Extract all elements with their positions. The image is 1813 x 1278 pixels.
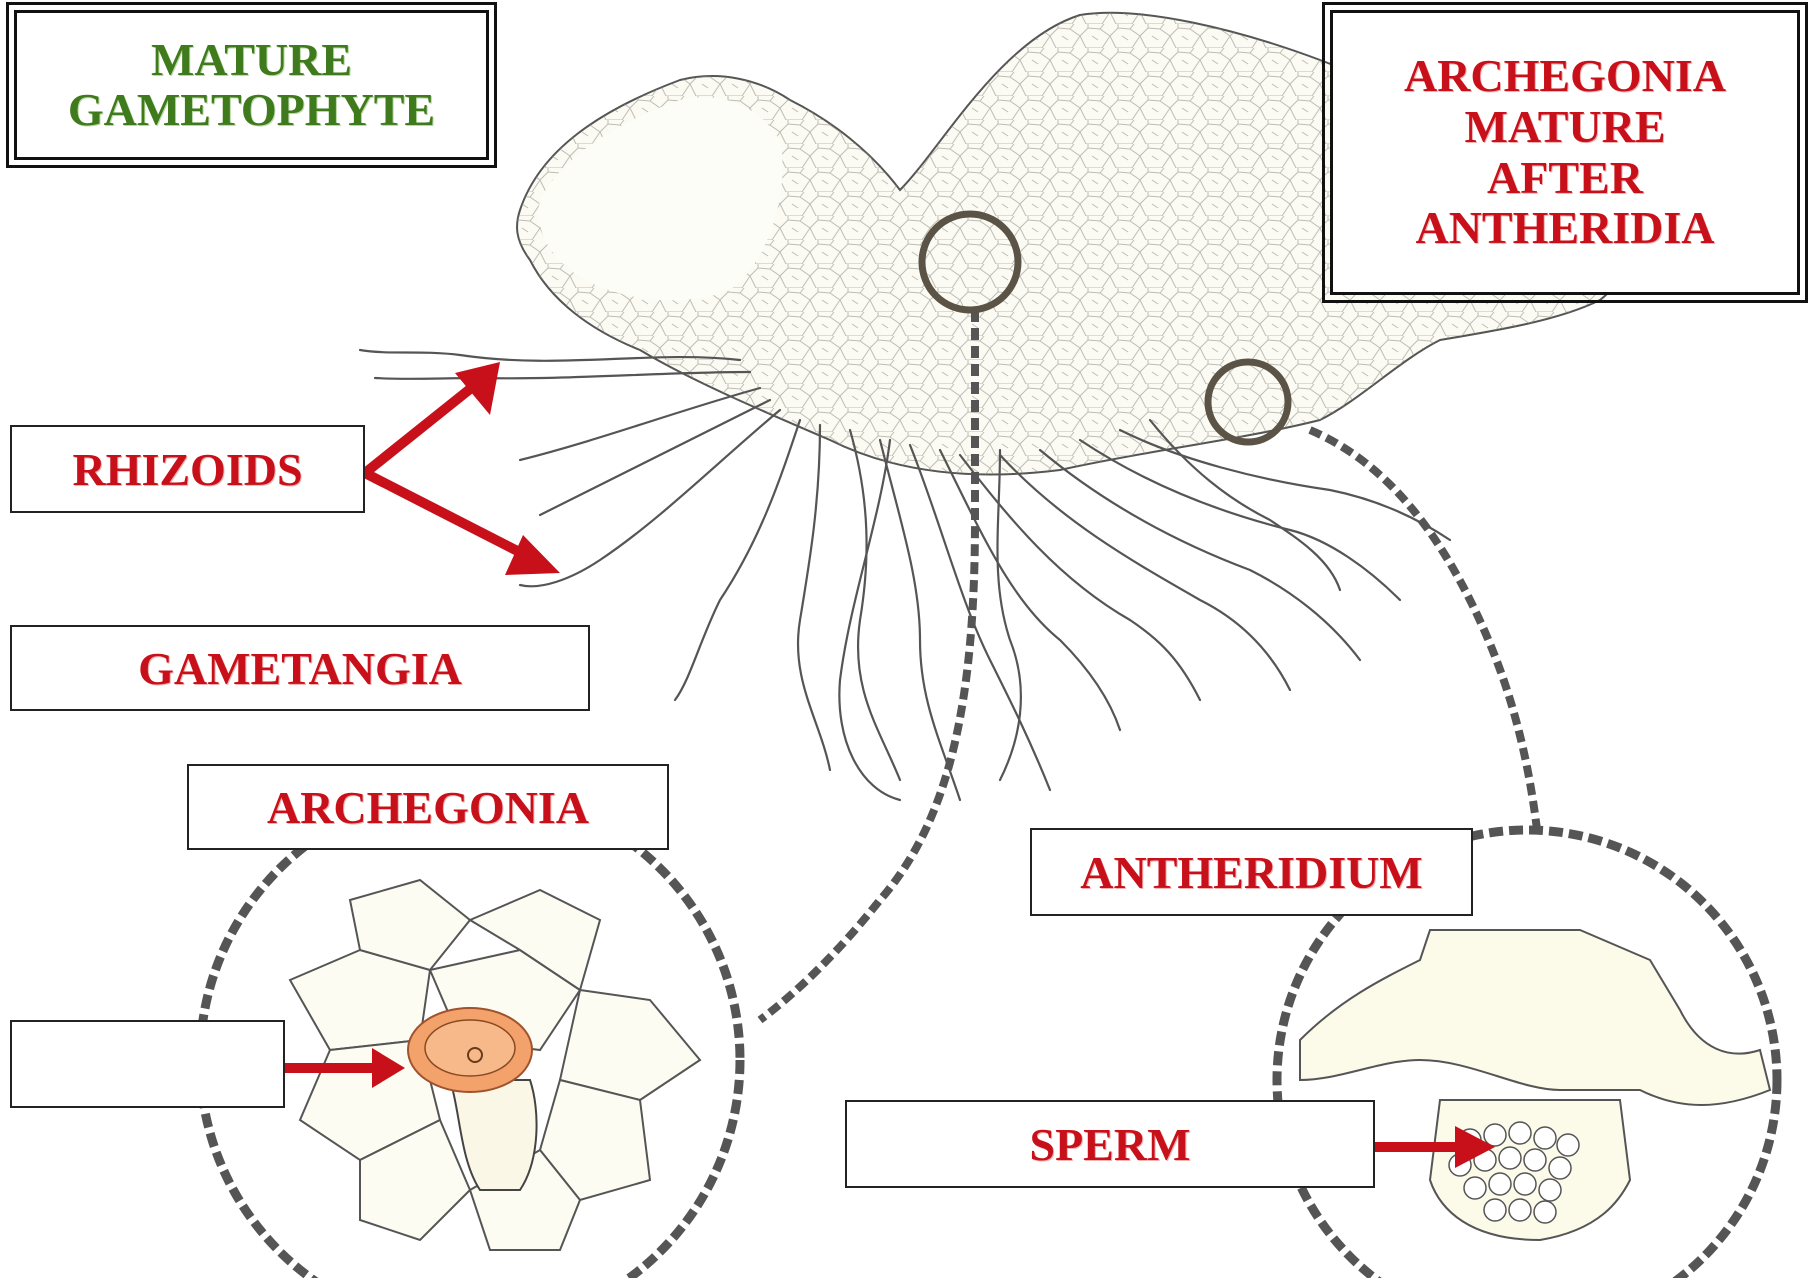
label-text: RHIZOIDS (72, 443, 302, 496)
label-text: ANTHERIDIUM (1080, 846, 1422, 899)
label-antheridium: ANTHERIDIUM (1030, 828, 1473, 916)
title-line: GAMETOPHYTE (68, 85, 435, 135)
label-egg-blank (10, 1020, 285, 1108)
label-text: ARCHEGONIA (267, 781, 589, 834)
title-line: MATURE (68, 35, 435, 85)
label-rhizoids: RHIZOIDS (10, 425, 365, 513)
note-line: AFTER (1404, 153, 1726, 204)
label-sperm: SPERM (845, 1100, 1375, 1188)
label-text: GAMETANGIA (138, 642, 462, 695)
note-line: ARCHEGONIA (1404, 51, 1726, 102)
note-line: MATURE (1404, 102, 1726, 153)
label-gametangia: GAMETANGIA (10, 625, 590, 711)
note-line: ANTHERIDIA (1404, 203, 1726, 254)
label-text: SPERM (1030, 1118, 1191, 1171)
label-archegonia: ARCHEGONIA (187, 764, 669, 850)
